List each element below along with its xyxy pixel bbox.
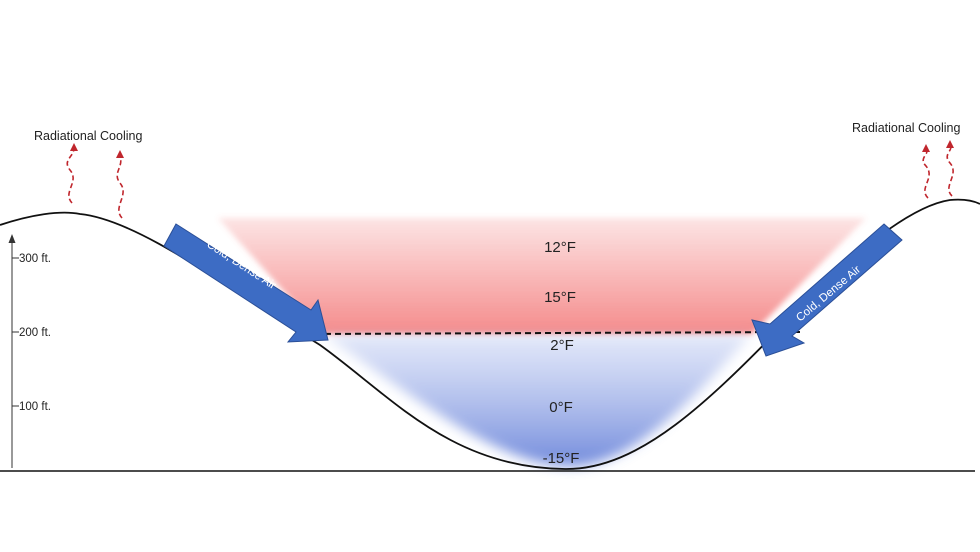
- temperature-label-2f: 2°F: [550, 337, 574, 354]
- heat-wave-icon: [946, 145, 954, 197]
- radiational-cooling-left: Radiational Cooling: [34, 129, 142, 219]
- radiational-cooling-right: Radiational Cooling: [852, 121, 960, 199]
- altitude-label-300: 300 ft.: [19, 253, 51, 265]
- altitude-label-100: 100 ft.: [19, 401, 51, 413]
- temperature-label-15f: 15°F: [544, 289, 576, 306]
- cold-air-pool: [322, 334, 752, 467]
- warm-air-layer: [218, 218, 866, 334]
- terrain-profile: [0, 198, 980, 470]
- radiational-cooling-left-label: Radiational Cooling: [34, 129, 142, 143]
- heat-wave-icon: [66, 147, 75, 204]
- altitude-axis: 300 ft. 200 ft. 100 ft.: [8, 234, 51, 468]
- radiational-cooling-right-label: Radiational Cooling: [852, 121, 960, 135]
- altitude-label-200: 200 ft.: [19, 327, 51, 339]
- temperature-label-12f: 12°F: [544, 239, 576, 256]
- temperature-label-0f: 0°F: [549, 399, 573, 416]
- heat-wave-icon: [922, 149, 930, 199]
- heat-wave-icon: [116, 155, 124, 219]
- inversion-boundary-line: [304, 331, 801, 335]
- temperature-label-minus15f: -15°F: [543, 450, 580, 467]
